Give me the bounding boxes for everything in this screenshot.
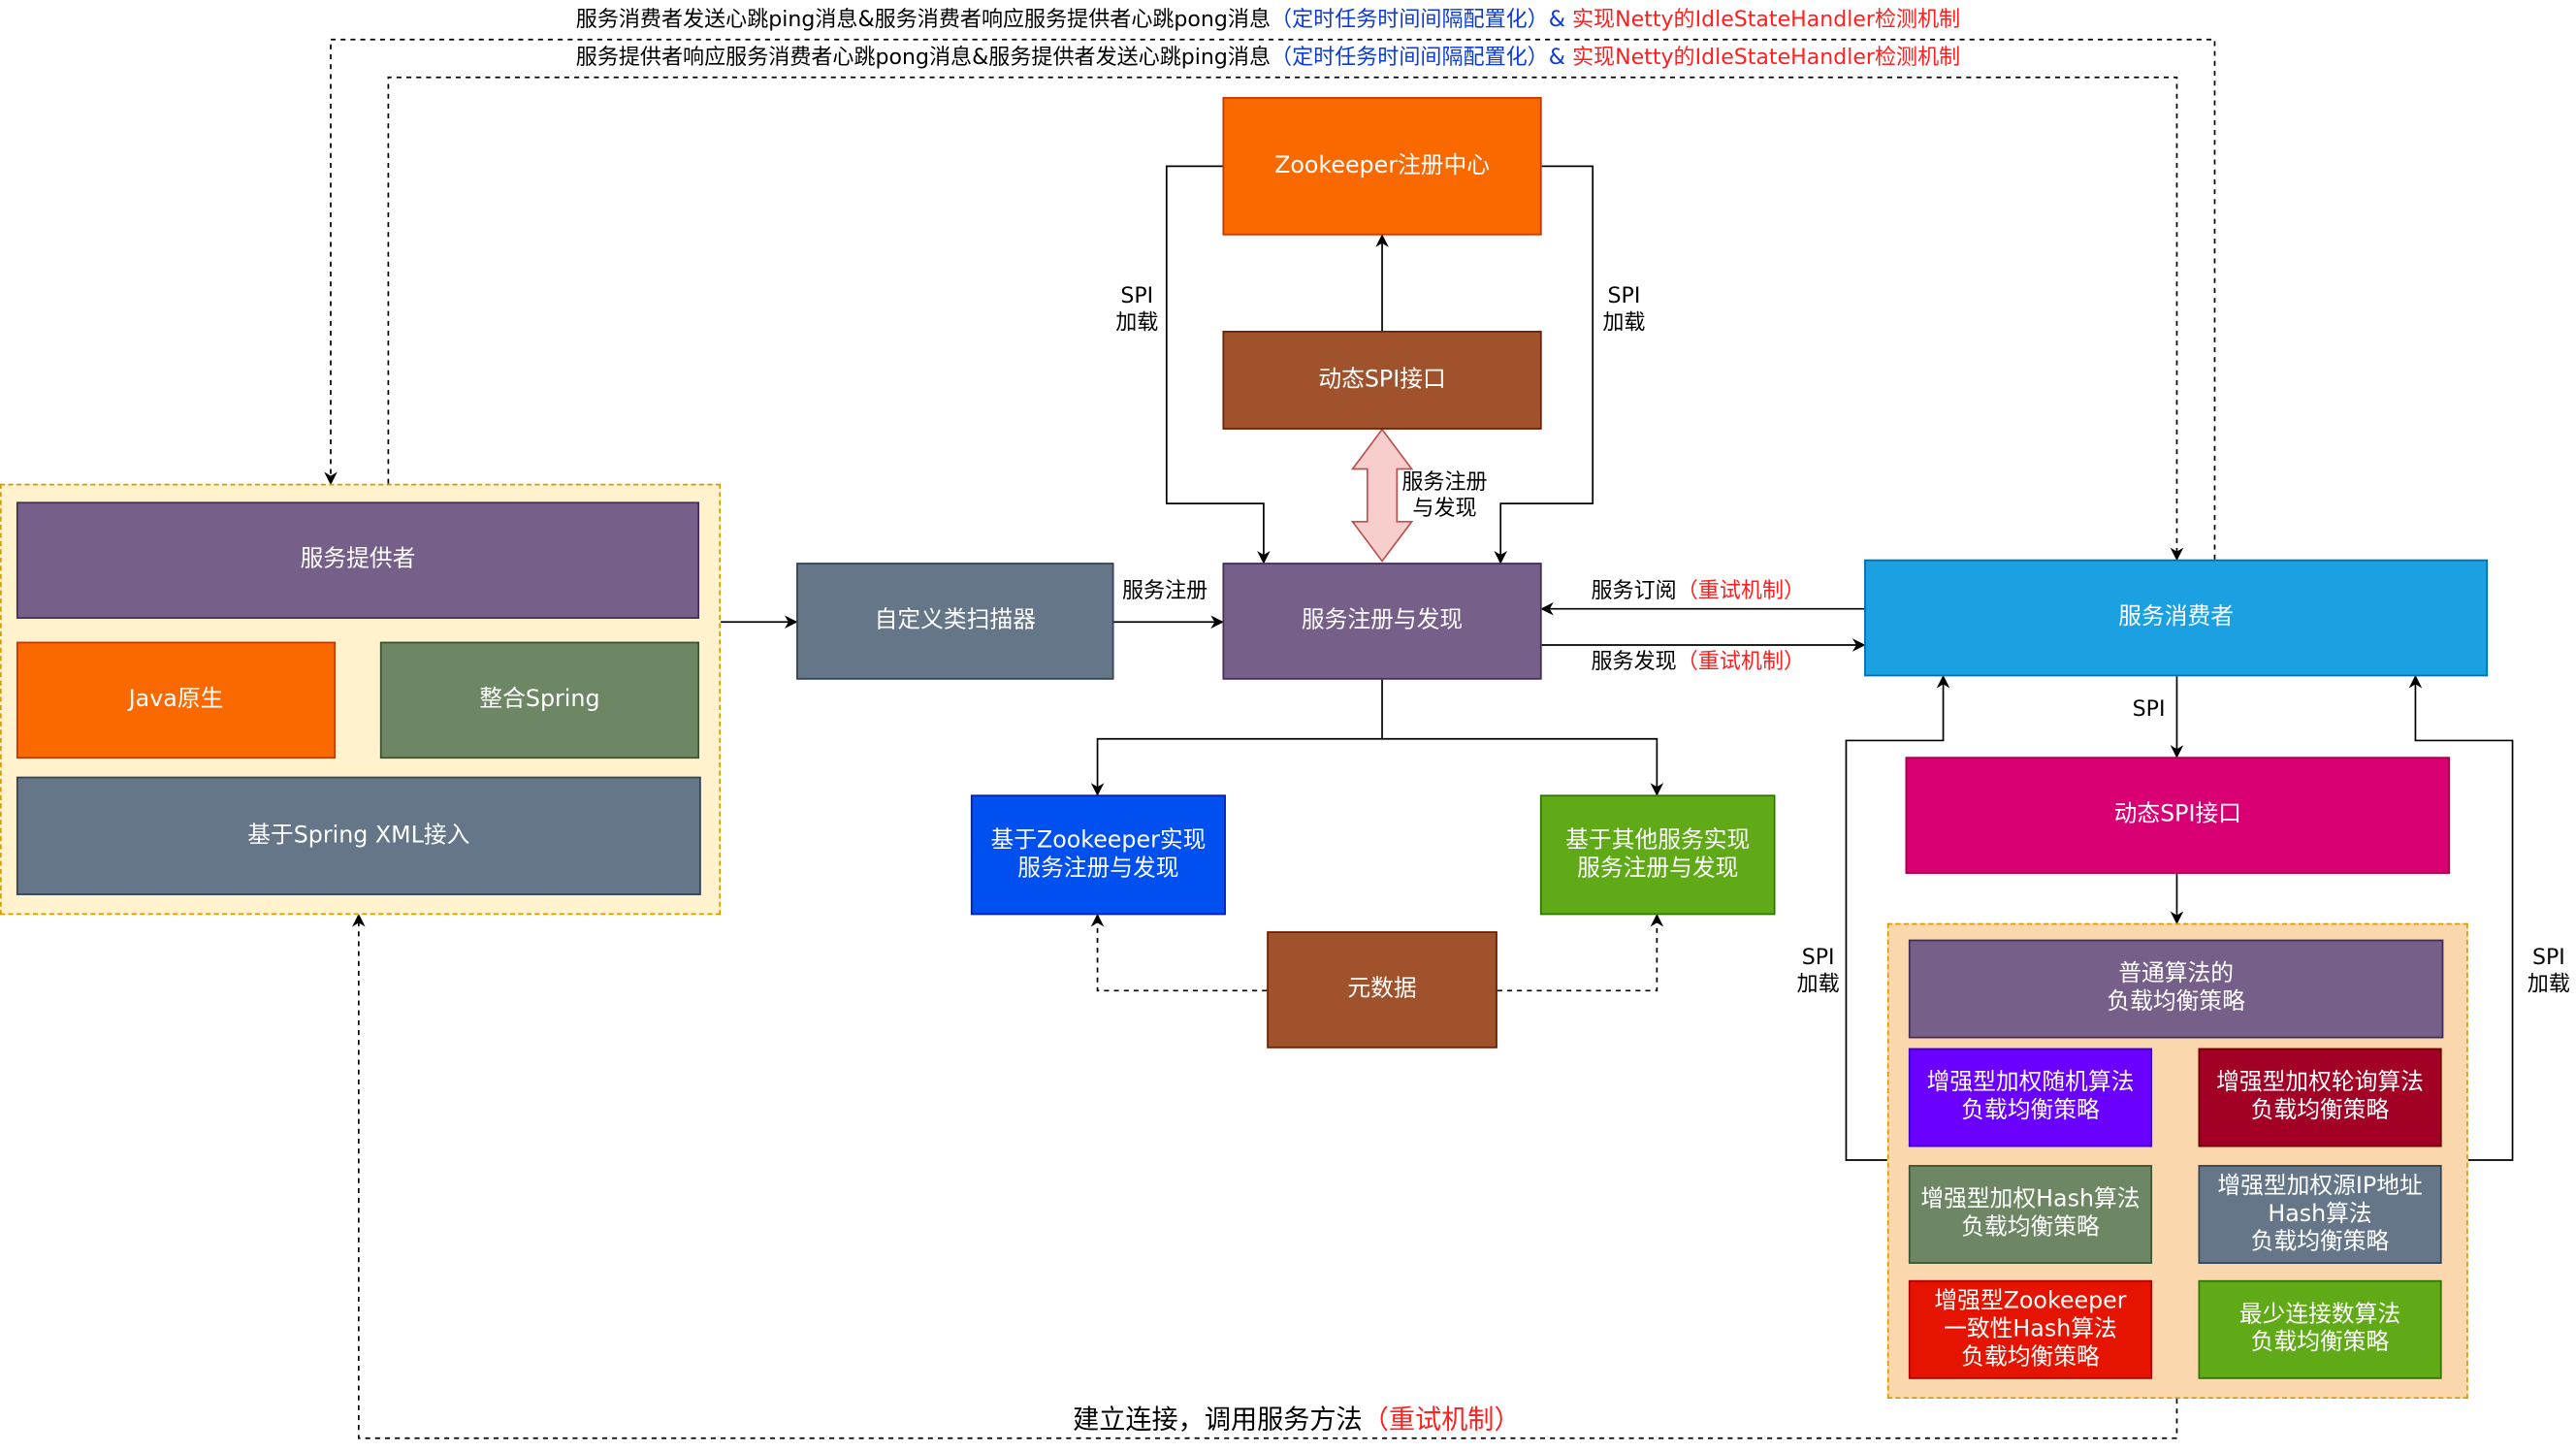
service-provider-node[interactable]: 服务提供者 <box>16 501 700 619</box>
spi-load-right-edge <box>1494 165 1594 565</box>
lb-weighted-round-robin-node[interactable]: 增强型加权轮询算法 负载均衡策略 <box>2198 1048 2442 1147</box>
heartbeat-label-2: 服务提供者响应服务消费者心跳pong消息&服务提供者发送心跳ping消息（定时任… <box>576 47 1960 73</box>
registry-to-other-impl-edge <box>1382 737 1664 796</box>
heartbeat-config-2: （定时任务时间间隔配置化） <box>1271 46 1549 71</box>
lb-weighted-hash-node[interactable]: 增强型加权Hash算法 负载均衡策略 <box>1908 1165 2153 1264</box>
heartbeat-netty-2: 实现Netty的IdleStateHandler检测机制 <box>1571 46 1961 71</box>
register-discover-double-arrow <box>1350 428 1414 563</box>
discover-retry: （重试机制） <box>1676 650 1806 675</box>
service-consumer-node[interactable]: 服务消费者 <box>1864 559 2489 677</box>
heartbeat-text-2: 服务提供者响应服务消费者心跳pong消息&服务提供者发送心跳ping消息 <box>575 46 1272 71</box>
lb-spi-load-left-edge <box>1845 674 1950 1161</box>
other-impl-node[interactable]: 基于其他服务实现 服务注册与发现 <box>1539 794 1776 916</box>
lb-spi-load-right-edge <box>2408 674 2514 1161</box>
subscribe-retry: （重试机制） <box>1676 579 1806 604</box>
heartbeat-line-1 <box>324 38 2216 560</box>
heartbeat-amp-2: & <box>1548 46 1565 71</box>
registry-to-zk-impl-edge <box>1090 679 1383 796</box>
zookeeper-impl-node[interactable]: 基于Zookeeper实现 服务注册与发现 <box>970 794 1226 916</box>
lb-normal-node[interactable]: 普通算法的 负载均衡策略 <box>1908 939 2444 1039</box>
spi-load-right-label: SPI 加载 <box>1602 284 1646 337</box>
metadata-node[interactable]: 元数据 <box>1267 931 1497 1049</box>
heartbeat-amp-1: & <box>1548 8 1565 33</box>
registry-discovery-node[interactable]: 服务注册与发现 <box>1222 563 1542 680</box>
lb-spi-load-left-label: SPI 加载 <box>1796 946 1840 998</box>
discover-text: 服务发现 <box>1591 650 1677 675</box>
discover-label: 服务发现（重试机制） <box>1592 650 1806 676</box>
service-register-label: 服务注册 <box>1122 579 1208 604</box>
dynamic-spi-right-node[interactable]: 动态SPI接口 <box>1905 757 2451 874</box>
connect-retry: （重试机制） <box>1362 1404 1521 1436</box>
spi-load-left-label: SPI 加载 <box>1115 284 1159 337</box>
lb-weighted-ip-hash-node[interactable]: 增强型加权源IP地址 Hash算法 负载均衡策略 <box>2198 1165 2442 1264</box>
heartbeat-text-1: 服务消费者发送心跳ping消息&服务消费者响应服务提供者心跳pong消息 <box>575 8 1272 33</box>
java-native-node[interactable]: Java原生 <box>16 641 337 759</box>
spi-label: SPI <box>2132 697 2166 723</box>
dynamic-spi-top-node[interactable]: 动态SPI接口 <box>1222 330 1542 430</box>
lb-zk-consistent-hash-node[interactable]: 增强型Zookeeper 一致性Hash算法 负载均衡策略 <box>1908 1279 2153 1379</box>
heartbeat-netty-1: 实现Netty的IdleStateHandler检测机制 <box>1571 8 1961 33</box>
subscribe-label: 服务订阅（重试机制） <box>1592 579 1806 605</box>
metadata-to-other-impl-edge <box>1497 913 1664 992</box>
metadata-to-zk-impl-edge <box>1090 913 1268 992</box>
zookeeper-registry-node[interactable]: Zookeeper注册中心 <box>1222 97 1542 236</box>
lb-spi-load-right-label: SPI 加载 <box>2527 946 2570 998</box>
connect-text: 建立连接，调用服务方法 <box>1073 1404 1363 1436</box>
spring-integration-node[interactable]: 整合Spring <box>379 641 700 759</box>
subscribe-text: 服务订阅 <box>1591 579 1677 604</box>
heartbeat-label-1: 服务消费者发送心跳ping消息&服务消费者响应服务提供者心跳pong消息（定时任… <box>576 8 1960 34</box>
spi-load-left-edge <box>1165 165 1271 565</box>
spring-xml-node[interactable]: 基于Spring XML接入 <box>16 776 701 895</box>
register-discover-label: 服务注册 与发现 <box>1401 470 1488 522</box>
heartbeat-config-1: （定时任务时间间隔配置化） <box>1271 8 1549 33</box>
lb-weighted-random-node[interactable]: 增强型加权随机算法 负载均衡策略 <box>1908 1048 2153 1147</box>
lb-least-connections-node[interactable]: 最少连接数算法 负载均衡策略 <box>2198 1279 2442 1379</box>
custom-scanner-node[interactable]: 自定义类扫描器 <box>796 563 1114 680</box>
connect-label: 建立连接，调用服务方法（重试机制） <box>1073 1404 1520 1435</box>
connect-edge <box>352 913 2178 1439</box>
